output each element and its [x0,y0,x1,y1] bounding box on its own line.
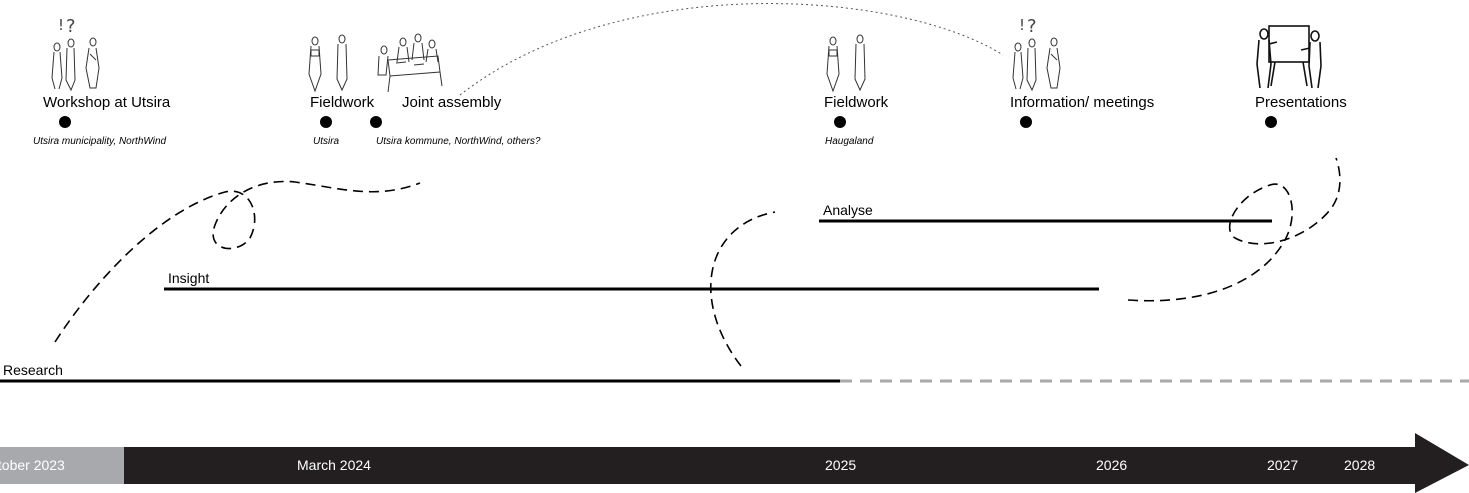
event-dot-fieldwork2 [834,116,846,128]
dashed-squiggle-left [54,180,421,343]
dashed-squiggle-right [1127,157,1341,302]
presenter-board-icon [1256,25,1322,89]
timeline-label-2025: 2025 [825,457,857,473]
timeline-label-2026: 2026 [1096,457,1128,473]
event-subtitle-workshop: Utsira municipality, NorthWind [33,136,167,147]
svg-text:!: ! [58,16,64,34]
event-dot-info [1020,116,1032,128]
phase-label-insight: Insight [168,270,210,286]
dashed-squiggle-middle [710,211,776,367]
event-subtitle-joint: Utsira kommune, NorthWind, others? [376,136,541,147]
people-questions-icon: ! ? [51,16,100,92]
event-title-fieldwork1: Fieldwork [310,94,375,111]
event-title-workshop: Workshop at Utsira [43,94,171,111]
dotted-connector-arc [459,3,1004,96]
event-subtitle-fieldwork1: Utsira [313,136,340,147]
svg-text:?: ? [1027,16,1037,37]
svg-text:?: ? [66,16,76,37]
people-notebook-icon [826,34,866,93]
event-title-info: Information/ meetings [1010,94,1155,111]
event-dot-fieldwork1 [320,116,332,128]
event-dot-workshop [59,116,71,128]
phase-label-analyse: Analyse [823,202,873,218]
timeline-arrow [124,433,1469,493]
event-title-joint: Joint assembly [402,94,502,111]
people-questions-icon: ! ? [1012,16,1061,92]
svg-text:!: ! [1019,16,1025,34]
timeline-start-segment [0,447,124,484]
timeline-label-2027: 2027 [1267,457,1299,473]
timeline-label-start: October 2023 [0,457,65,473]
event-subtitle-fieldwork2: Haugaland [825,136,874,147]
event-dot-presentations [1265,116,1277,128]
event-title-presentations: Presentations [1255,94,1347,111]
phase-label-research: Research [3,362,63,378]
group-table-icon [377,33,443,93]
event-dot-joint [370,116,382,128]
people-notebook-icon [308,34,348,93]
event-title-fieldwork2: Fieldwork [824,94,889,111]
timeline-label-march-2024: March 2024 [297,457,371,473]
timeline-label-2028: 2028 [1344,457,1376,473]
